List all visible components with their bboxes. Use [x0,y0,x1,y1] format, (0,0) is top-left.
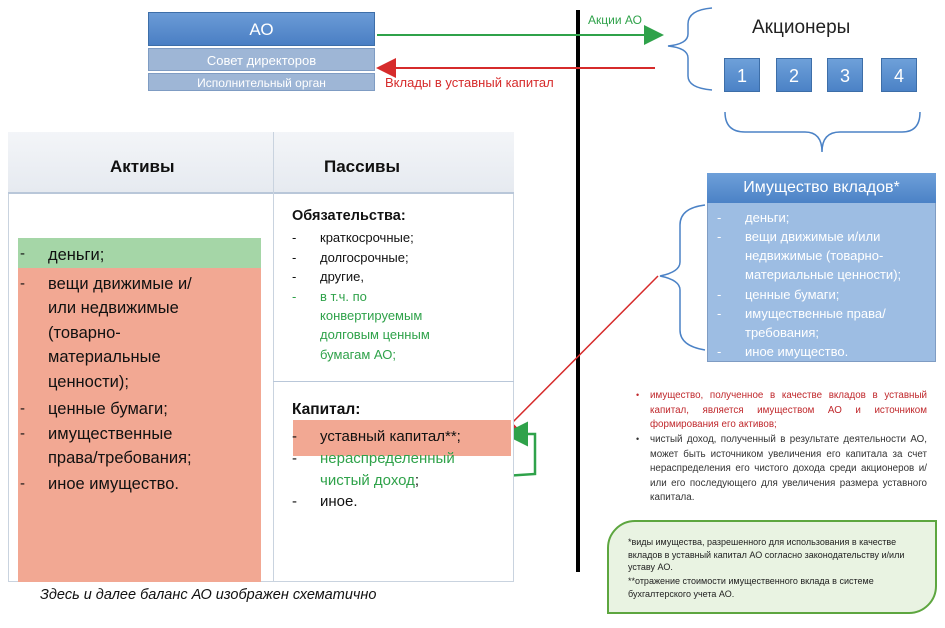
asset-money: деньги; [48,246,105,264]
asset-things-line4: материальные [48,348,161,366]
estate-securities: ценные бумаги; [745,287,840,302]
capital-dash: - [292,428,297,445]
estate-rights-line2: требования; [745,325,820,340]
obligation-dash: - [292,250,297,265]
obligation-dash: - [292,230,297,245]
estate-to-capital-arrow [501,275,659,434]
footnote-property-types: *виды имущества, разрешенного для исполь… [628,537,905,572]
bullet-red: • [636,390,640,400]
estate-dash: - [717,210,722,225]
caption: Здесь и далее баланс АО изображен схемат… [40,587,377,603]
obligation-convertible-line4: бумагам АО; [320,347,397,362]
estate-dash: - [717,287,722,302]
bullet-dark: • [636,434,640,444]
shareholders-left-brace [667,7,713,91]
asset-things-line3: (товарно- [48,324,121,342]
assets-money-highlight [18,238,261,268]
ao-executive-body: Исполнительный орган [148,73,375,91]
contribution-property-title: Имущество вкладов* [707,173,936,203]
shareholder-box-1: 1 [724,58,760,92]
footnote-accounting: **отражение стоимости имущественного вкл… [628,576,874,599]
estate-dash: - [717,229,722,244]
estate-things-line3: материальные ценности); [745,267,902,282]
shareholders-title: Акционеры [752,17,851,38]
asset-other: иное имущество. [48,475,179,493]
capital-retained-tail: ; [414,472,420,489]
asset-dash: - [20,475,25,492]
shareholders-bottom-brace [724,111,921,153]
asset-dash: - [20,245,25,262]
capital-retained-line1: нераспределенный [320,450,455,467]
obligation-dash: - [292,269,297,284]
capital-other: иное. [320,493,358,510]
estate-other: иное имущество. [745,344,849,359]
asset-securities: ценные бумаги; [48,400,168,418]
capital-dash: - [292,493,297,510]
obligation-convertible-line1: в т.ч. по [320,289,367,304]
ao-block: АО Совет директоров Исполнительный орган [148,12,375,91]
shareholder-box-3: 3 [827,58,863,92]
liabilities-separator [273,381,514,382]
asset-things-line2: или недвижимые [48,299,179,317]
contribution-property-box [707,173,936,362]
capital-retained-line2: чистый доход; [320,470,419,492]
ao-title: АО [148,12,375,46]
asset-things-line1: вещи движимые и/ [48,275,192,293]
capital-retained-text: чистый доход [320,472,415,489]
estate-left-brace [659,204,706,351]
obligation-short-term: краткосрочные; [320,230,414,245]
balance-header [8,132,514,194]
footnote-box [607,520,937,614]
asset-dash: - [20,425,25,442]
asset-things-line5: ценности); [48,373,129,391]
estate-dash: - [717,344,722,359]
charter-capital-highlight [293,420,511,456]
obligation-dash: - [292,289,297,304]
shareholder-box-2: 2 [776,58,812,92]
obligations-title: Обязательства: [292,208,406,224]
assets-header: Активы [110,157,175,176]
balance-divider [273,132,274,582]
asset-rights-line2: права/требования; [48,449,192,467]
capital-dash: - [292,450,297,467]
contributions-label: Вклады в уставный капитал [385,75,554,90]
note-net-income: чистый доход, полученный в результате де… [650,434,927,503]
estate-rights-line1: имущественные права/ [745,306,886,321]
shareholder-box-4: 4 [881,58,917,92]
obligation-other: другие, [320,269,365,284]
obligation-long-term: долгосрочные; [320,250,409,265]
liabilities-header: Пассивы [324,157,401,176]
obligation-convertible-line3: долговым ценным [320,327,430,342]
capital-title: Капитал: [292,401,361,418]
asset-rights-line1: имущественные [48,425,173,443]
estate-things-line1: вещи движимые и/или [745,229,881,244]
estate-money: деньги; [745,210,790,225]
note-contributions: имущество, полученное в качестве вкладов… [650,390,927,430]
assets-other-highlight [18,268,261,582]
asset-dash: - [20,400,25,417]
asset-dash: - [20,275,25,292]
capital-charter: уставный капитал**; [320,428,461,445]
ao-board-of-directors: Совет директоров [148,48,375,71]
estate-things-line2: недвижимые (товарно- [745,248,884,263]
estate-dash: - [717,306,722,321]
obligation-convertible-line2: конвертируемым [320,308,423,323]
shares-label: Акции АО [588,13,642,27]
